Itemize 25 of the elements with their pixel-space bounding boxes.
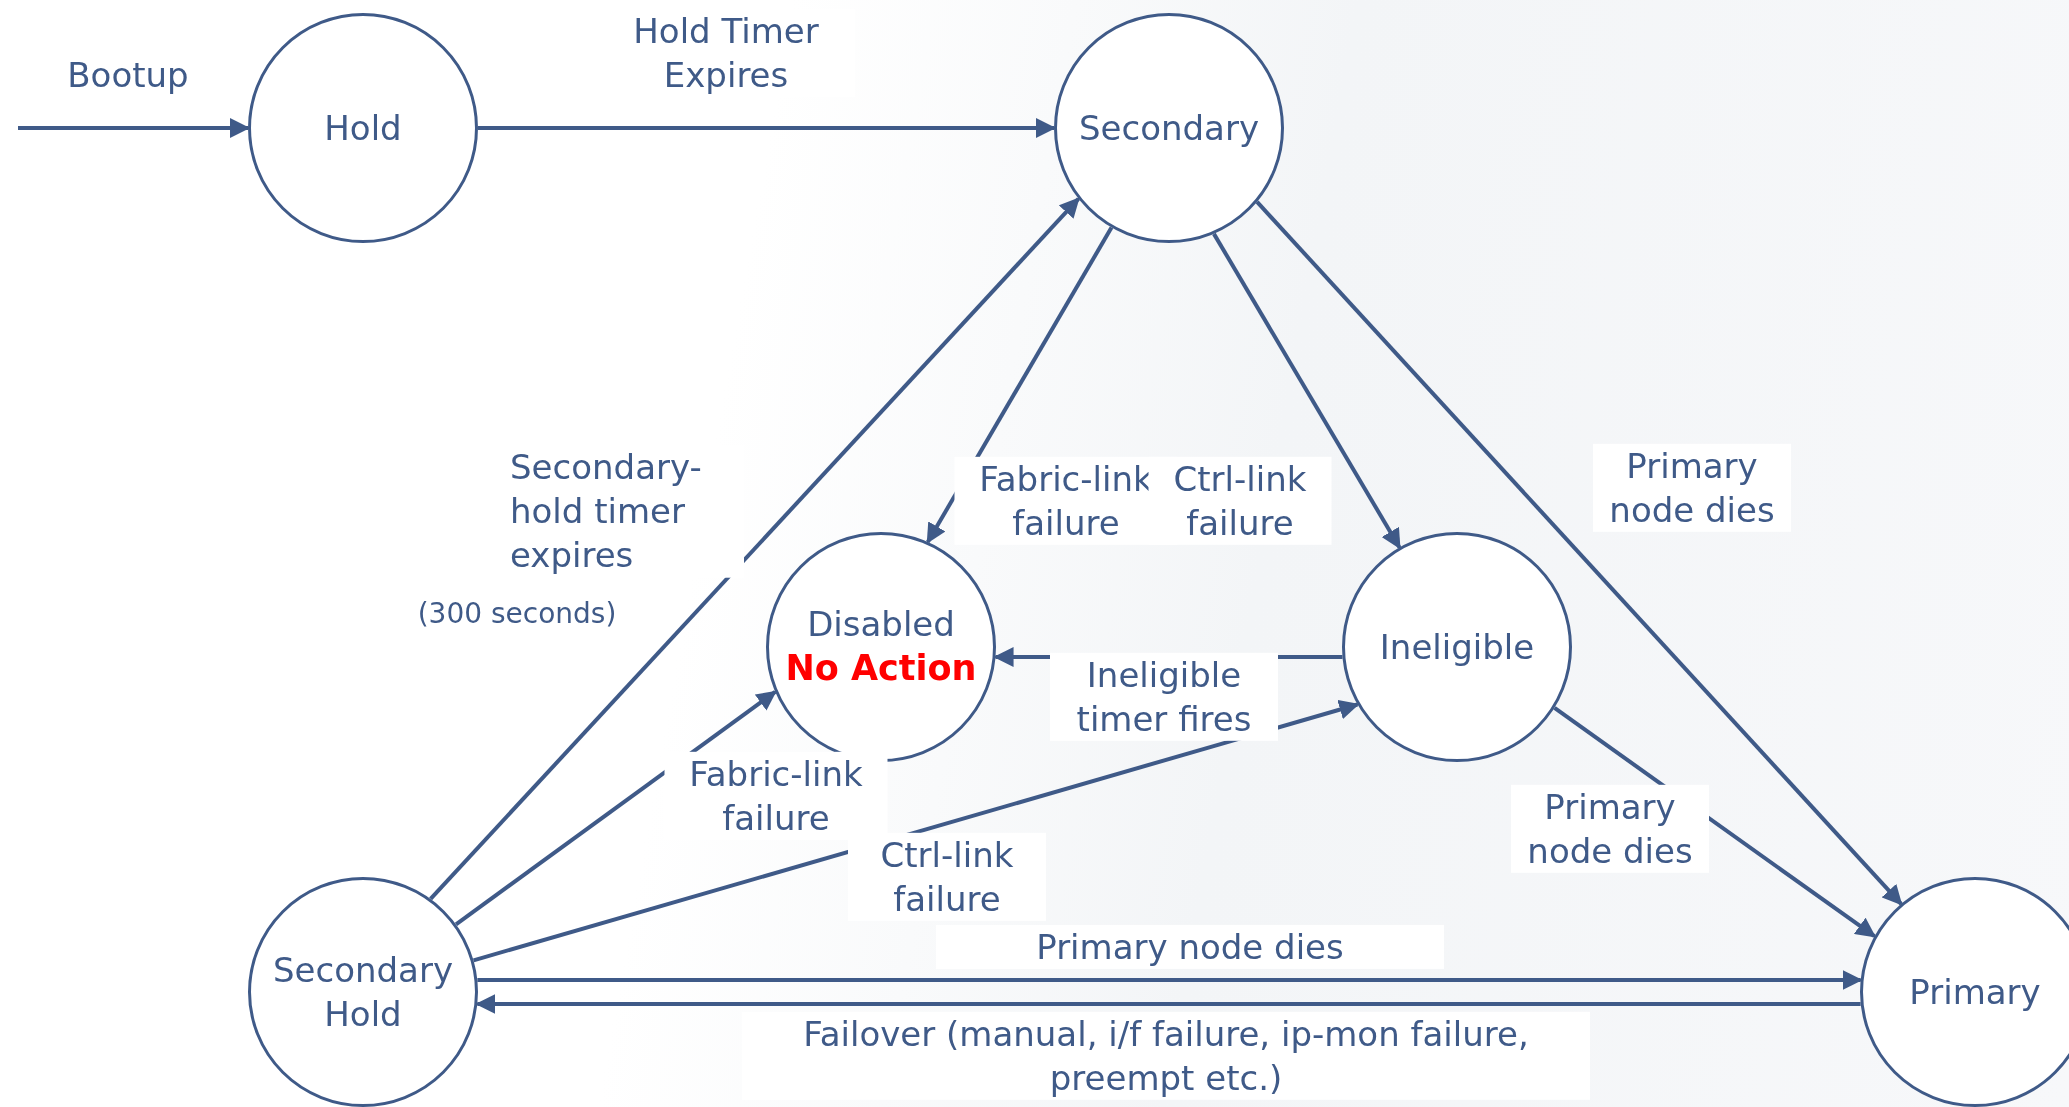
edge-label: Failover (manual, i/f failure, ip-mon failure, preempt etc.) [742,1011,1590,1101]
arrow [429,197,1080,901]
edge-label: Primary node dies [936,924,1444,970]
edge-label: Primary node dies [1511,784,1709,874]
edge-label: Ineligible timer fires [1050,652,1278,742]
state-label: Primary [1909,970,2041,1014]
edge-label: Fabric-link failure [664,751,888,841]
arrow [18,118,250,138]
arrow [477,970,1863,990]
state-label: Secondary [1078,106,1260,150]
state-label: Secondary Hold [271,948,455,1036]
arrow [1255,200,1903,906]
state-label: Ineligible [1379,625,1535,669]
arrow [475,994,1861,1014]
arrow [473,699,1360,963]
note-label: (300 seconds) [417,596,617,630]
state-label: Hold [324,106,402,150]
edge-label: Ctrl-link failure [848,832,1046,922]
arrow [926,226,1114,544]
arrow [454,690,777,926]
arrow [1212,232,1402,550]
arrow [478,118,1056,138]
state-label: Disabled [807,603,955,647]
status-label: No Action [785,647,977,691]
edge-label: Primary node dies [1593,443,1791,533]
